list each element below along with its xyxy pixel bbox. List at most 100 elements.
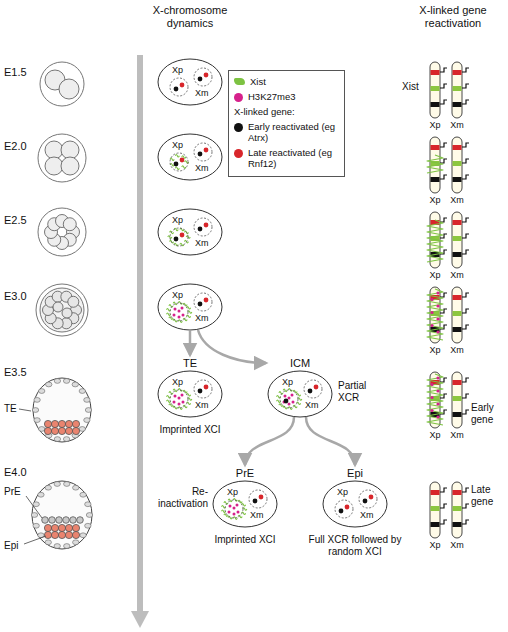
- h3k27me3-mark: [229, 505, 232, 508]
- xp-label: Xp: [337, 487, 348, 497]
- blastocyst: [32, 481, 92, 549]
- h3k27me3-mark: [181, 307, 184, 310]
- xp-label: Xp: [172, 290, 183, 300]
- stage-label: E3.0: [4, 290, 27, 303]
- xp-nucleus-region: [335, 500, 353, 518]
- gene-promoter: [440, 68, 447, 72]
- late-gene-band: [453, 145, 462, 150]
- chromosome: [452, 372, 462, 428]
- gene-promoter: [440, 175, 447, 179]
- xm-label: Xm: [305, 400, 319, 410]
- xist-coating: [427, 374, 443, 425]
- blastomere: [65, 427, 72, 434]
- xist-cloud: [188, 398, 192, 401]
- xist-cloud: [170, 158, 174, 161]
- chromosome-label: Xp: [423, 345, 447, 355]
- gene-promoter: [462, 520, 469, 524]
- early-gene-band: [431, 522, 440, 527]
- annotation: Re-inactivation: [146, 486, 208, 509]
- xist-band: [431, 506, 440, 511]
- gene-promoter: [440, 520, 447, 524]
- xm-label: Xm: [195, 313, 209, 323]
- trophectoderm-cell: [45, 540, 51, 545]
- early-gene-dot: [174, 162, 179, 167]
- late-gene-band: [453, 380, 462, 385]
- early-gene-band: [453, 252, 462, 257]
- xist-band: [453, 311, 462, 316]
- gene-promoter: [440, 488, 447, 492]
- legend-text: H3K27me3: [248, 92, 296, 103]
- xp-label: Xp: [172, 377, 183, 387]
- column-heading: X-linked gene reactivation: [400, 4, 506, 29]
- late-gene-dot: [204, 298, 209, 303]
- h3k27me3-mark: [181, 394, 184, 397]
- trophectoderm-cell: [34, 398, 40, 403]
- blastomere: [45, 157, 63, 175]
- blastomere: [44, 427, 51, 434]
- xist-band: [453, 396, 462, 401]
- blastomere: [70, 517, 77, 524]
- cell-membrane: [268, 371, 332, 417]
- trophectoderm-cell: [79, 389, 85, 394]
- chromosome: [452, 212, 462, 268]
- blastomere: [65, 420, 72, 427]
- xist-cloud: [279, 392, 283, 395]
- trophectoderm-cell: [45, 485, 51, 490]
- trophectoderm-cell: [64, 544, 70, 549]
- gene-promoter: [440, 378, 447, 382]
- cell-node: EpiXpXm: [322, 466, 388, 528]
- zona-pellucida: [40, 62, 84, 106]
- gene-promoter: [440, 143, 447, 147]
- xist-cloud: [224, 502, 228, 505]
- late-gene-band: [453, 295, 462, 300]
- xist-cloud: [279, 404, 283, 407]
- late-gene-band: [431, 490, 440, 495]
- annotation: Early gene: [471, 402, 505, 425]
- trophectoderm-cell: [38, 492, 44, 497]
- blastomere: [63, 218, 76, 231]
- h3k27me3-mark: [178, 403, 181, 406]
- xm-label: Xm: [195, 163, 209, 173]
- h3k27me3-mark: [237, 511, 240, 514]
- gene-promoter: [462, 234, 469, 238]
- late-gene-band: [431, 145, 440, 150]
- h3k27me3-mark: [430, 298, 433, 301]
- gene-promoter: [462, 325, 469, 329]
- h3k27me3-mark: [430, 324, 433, 327]
- h3k27me3-mark: [292, 401, 295, 404]
- xist-band: [453, 161, 462, 166]
- cell-area: XpXm: [322, 480, 388, 528]
- h3k27me3-mark: [174, 395, 177, 398]
- h3k27me3-mark: [173, 401, 176, 404]
- blastomere: [68, 296, 79, 307]
- h3k27me3-mark: [182, 314, 185, 317]
- lineage-arrow: [198, 330, 266, 363]
- late-gene-dot: [180, 233, 185, 238]
- trophectoderm-cell: [38, 389, 44, 394]
- trophectoderm-cell: [85, 523, 91, 528]
- gene-promoter: [462, 143, 469, 147]
- annotation: Late gene: [471, 484, 505, 507]
- xist-cloud: [243, 508, 247, 511]
- gene-promoter: [462, 394, 469, 398]
- chromosome-label: Xm: [445, 430, 469, 440]
- h3k27me3-mark: [291, 394, 294, 397]
- stage-label: PrE: [4, 486, 21, 498]
- xist-band: [453, 236, 462, 241]
- trophectoderm-cell: [54, 379, 60, 384]
- chromosome-label: Xp: [423, 430, 447, 440]
- early-gene-dot: [174, 87, 179, 92]
- blastomere: [49, 517, 56, 524]
- blastomere: [59, 79, 79, 99]
- legend-text: Early reactivated (eg Atrx): [248, 122, 340, 144]
- chromosome-label: Xp: [423, 120, 447, 130]
- late-gene-dot: [204, 148, 209, 153]
- trophectoderm-cell: [84, 418, 90, 423]
- xist-cloud: [169, 305, 173, 308]
- cell-area: XpXm: [267, 370, 333, 418]
- h3k27me3-mark: [430, 383, 433, 386]
- xm-nucleus-region: [249, 490, 267, 508]
- column-heading: X-chromosome dynamics: [138, 4, 242, 29]
- xist-cloud: [182, 166, 186, 169]
- xist-cloud: [170, 164, 174, 167]
